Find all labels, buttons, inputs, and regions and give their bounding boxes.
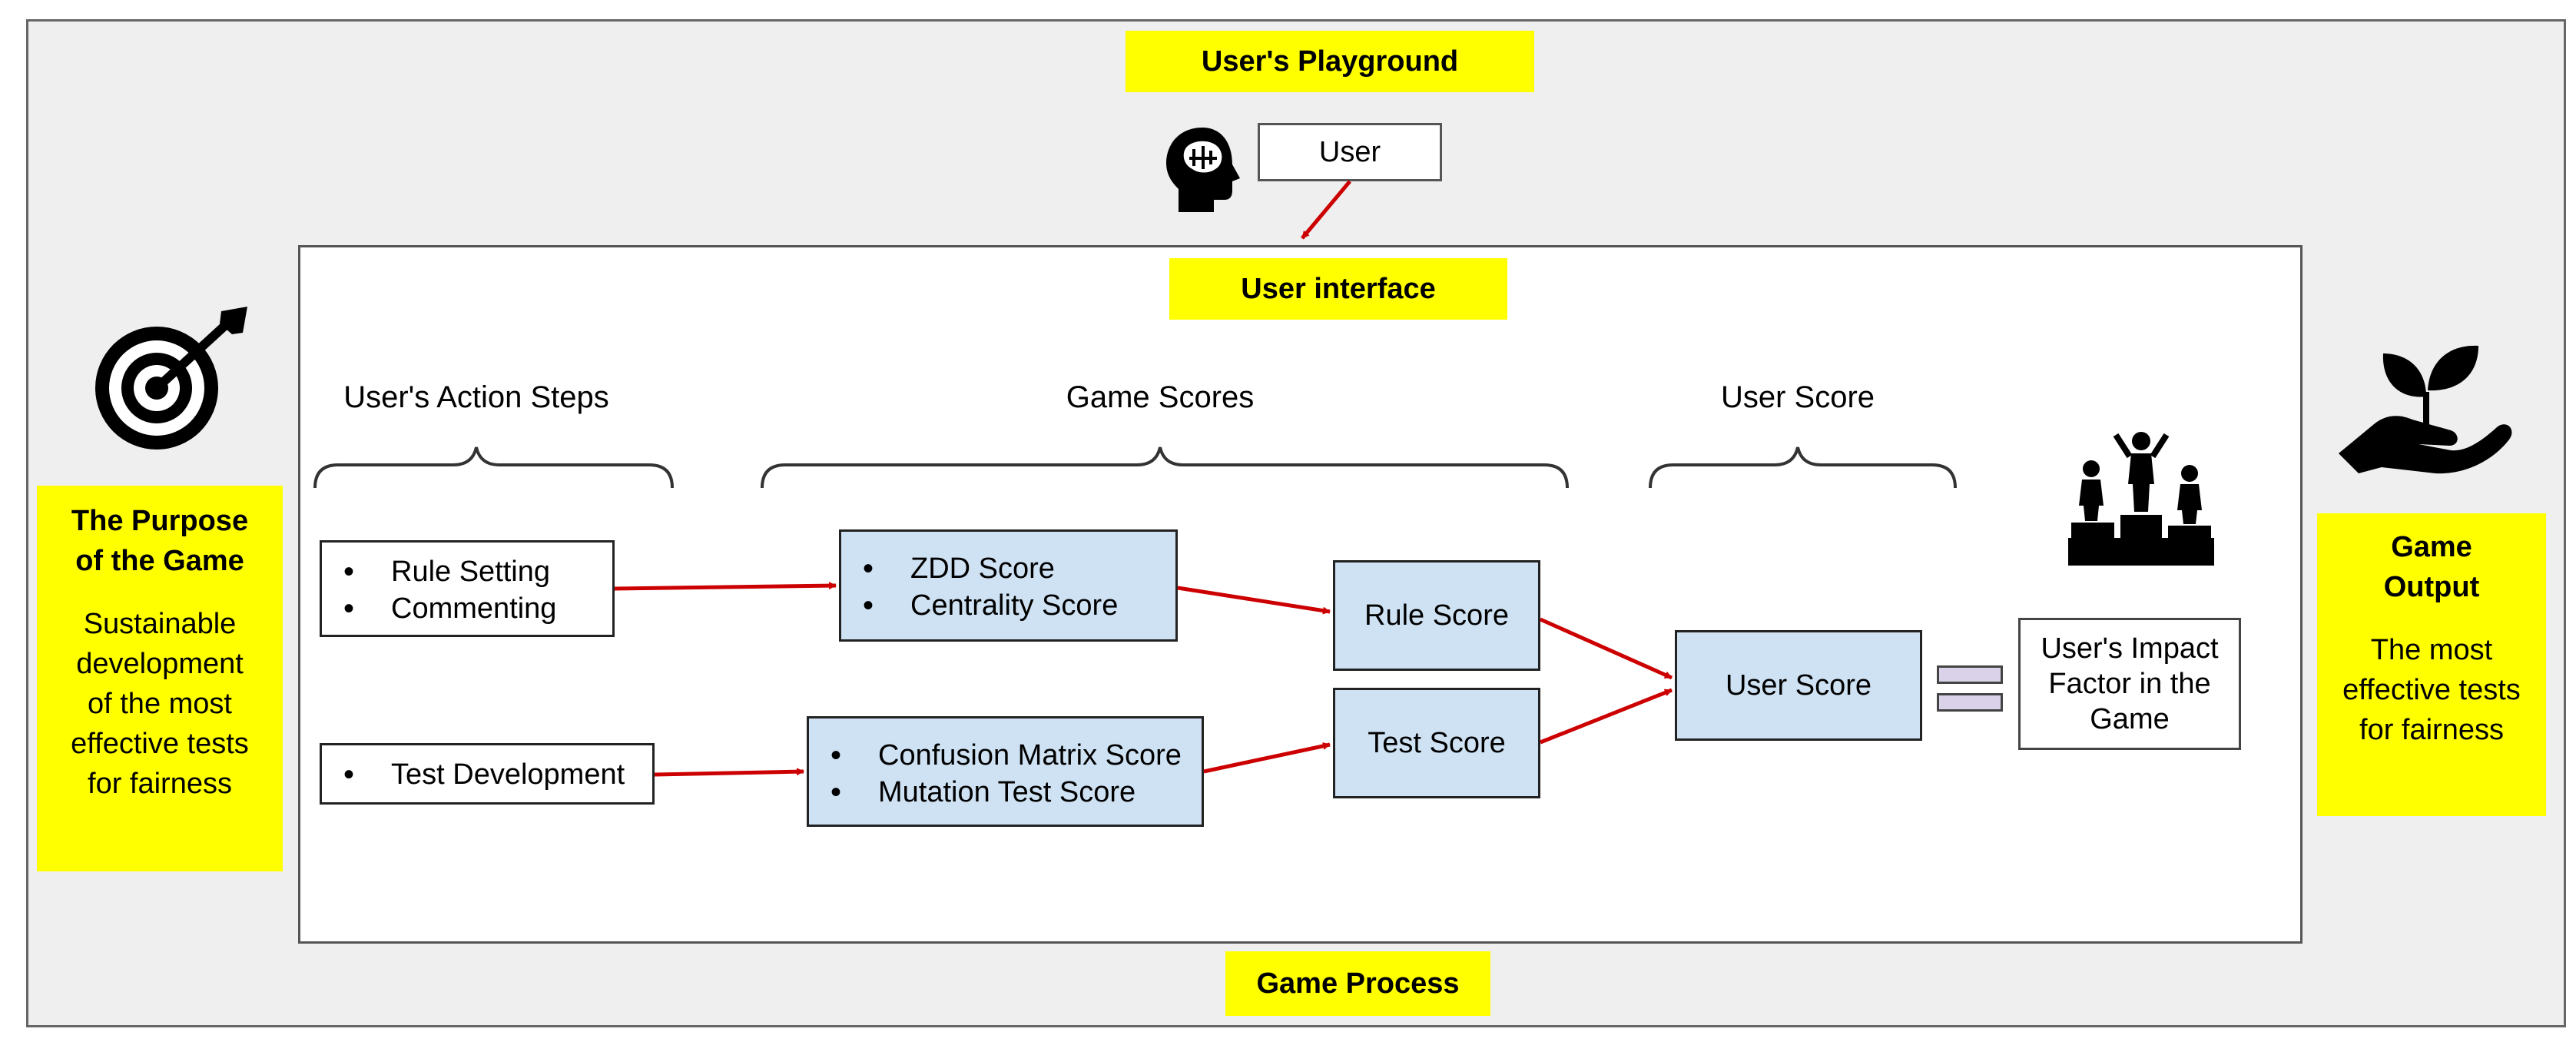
- purpose-panel: The Purpose of the Game Sustainable deve…: [37, 486, 283, 871]
- group-heading-actions: User's Action Steps: [343, 380, 609, 414]
- action-box-rules: Rule Setting Commenting: [320, 540, 615, 637]
- brace-user-score: [1649, 446, 1957, 489]
- group-heading-game-scores: Game Scores: [1066, 380, 1255, 414]
- target-icon: [91, 304, 252, 457]
- impact-line: Factor in the: [2048, 668, 2211, 700]
- score-item: Mutation Test Score: [830, 774, 1202, 811]
- head-brain-icon: [1160, 123, 1245, 215]
- arrow-zdd-to-rule: [1177, 586, 1331, 615]
- rule-score-label: Rule Score: [1364, 599, 1509, 632]
- test-score-label: Test Score: [1368, 726, 1506, 759]
- podium-icon: [2068, 430, 2214, 566]
- score-item: Confusion Matrix Score: [830, 737, 1202, 774]
- plant-in-hand-icon: [2336, 338, 2520, 476]
- purpose-text-line: of the most: [88, 688, 232, 720]
- arrow-user-to-interface: [1301, 180, 1351, 240]
- action-item: Commenting: [343, 590, 612, 627]
- purpose-text-line: Sustainable: [83, 608, 237, 640]
- purpose-text-line: development: [76, 648, 244, 680]
- equals-bar-top: [1937, 665, 2003, 684]
- arrow-rule-to-user-score: [1539, 617, 1673, 680]
- output-title-line1: Game: [2391, 531, 2472, 563]
- purpose-title-line1: The Purpose: [71, 505, 249, 537]
- purpose-text-line: for fairness: [88, 768, 232, 800]
- equals-bar-bottom: [1937, 693, 2003, 712]
- score-item: Centrality Score: [863, 587, 1175, 624]
- arrow-confusion-to-test: [1203, 742, 1331, 774]
- score-item: ZDD Score: [863, 550, 1175, 587]
- user-score-label: User Score: [1725, 669, 1872, 702]
- output-text-line: for fairness: [2359, 714, 2504, 746]
- group-heading-user-score: User Score: [1720, 380, 1875, 414]
- user-interface-title: User interface: [1169, 258, 1507, 320]
- impact-line: Game: [2090, 703, 2170, 735]
- user-score-box: User Score: [1675, 630, 1922, 741]
- game-process-title: Game Process: [1225, 951, 1490, 1016]
- playground-title: User's Playground: [1126, 31, 1534, 92]
- brace-actions: [313, 446, 674, 489]
- game-process-panel: [298, 245, 2302, 944]
- user-box-label: User: [1318, 135, 1381, 168]
- output-panel: Game Output The most effective tests for…: [2317, 513, 2546, 816]
- impact-line: User's Impact: [2041, 632, 2219, 665]
- action-box-tests: Test Development: [320, 743, 655, 805]
- rule-score-box: Rule Score: [1333, 560, 1540, 671]
- arrow-tests-to-confusion: [654, 768, 804, 777]
- score-box-confusion-mutation: Confusion Matrix Score Mutation Test Sco…: [807, 716, 1204, 827]
- impact-factor-box: User's Impact Factor in the Game: [2018, 618, 2241, 750]
- purpose-title-line2: of the Game: [75, 545, 244, 577]
- output-title-line2: Output: [2383, 571, 2480, 603]
- action-item: Test Development: [343, 756, 652, 793]
- output-text-line: The most: [2370, 634, 2493, 666]
- brace-game-scores: [761, 446, 1569, 489]
- score-box-zdd-centrality: ZDD Score Centrality Score: [839, 529, 1178, 642]
- test-score-box: Test Score: [1333, 688, 1540, 798]
- output-text-line: effective tests: [2342, 674, 2521, 706]
- arrow-test-to-user-score: [1540, 688, 1673, 745]
- purpose-text-line: effective tests: [71, 728, 249, 760]
- arrow-rules-to-zdd: [614, 582, 837, 591]
- action-item: Rule Setting: [343, 553, 612, 590]
- user-box: User: [1258, 123, 1442, 181]
